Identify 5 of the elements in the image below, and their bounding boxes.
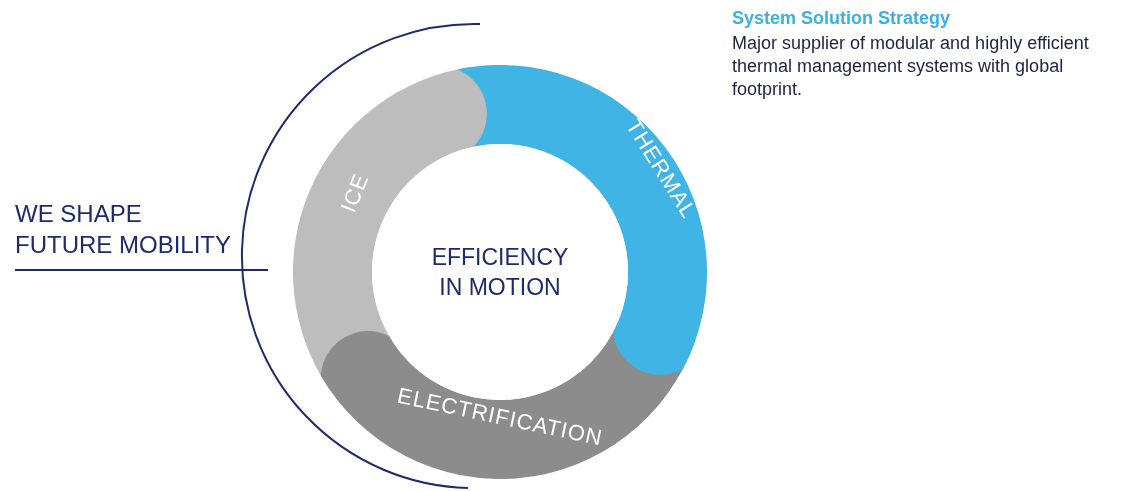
- center-title: EFFICIENCY IN MOTION: [430, 243, 570, 302]
- tagline: WE SHAPE FUTURE MOBILITY: [15, 199, 232, 260]
- heading: System Solution Strategy: [732, 8, 951, 29]
- description-text: Major supplier of modular and highly efficient thermal management systems with global footprint.: [732, 32, 1090, 101]
- segment-label: ICE: [335, 169, 375, 217]
